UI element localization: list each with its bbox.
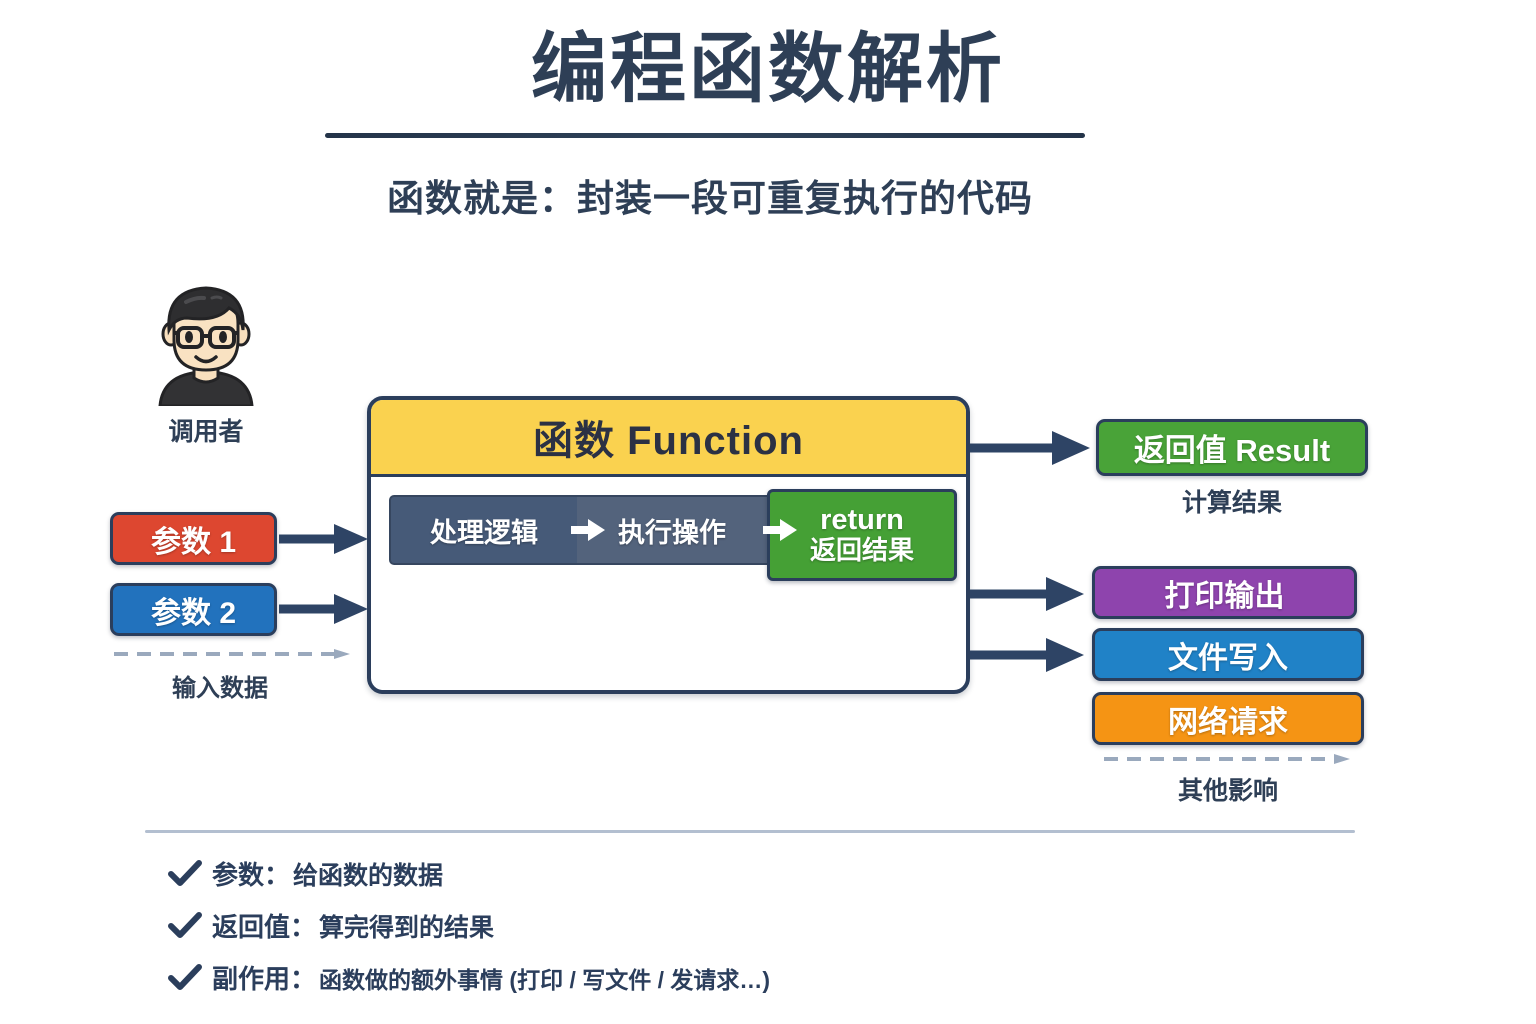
parameter-2-box[interactable]: 参数 2 (110, 583, 277, 636)
check-icon (168, 859, 212, 888)
summary-term-parameters: 参数： (212, 860, 291, 890)
side-effect-network-request-box[interactable]: 网络请求 (1092, 692, 1364, 745)
check-icon (168, 911, 212, 940)
pipeline-step-execute-operation-label: 执行操作 (618, 517, 726, 548)
page-subtitle: 函数就是：封装一段可重复执行的代码 (387, 178, 1033, 219)
parameter-1-box[interactable]: 参数 1 (110, 512, 277, 565)
summary-item-side-effects: 副作用： 函数做的额外事情 (打印 / 写文件 / 发请求…) (168, 954, 1418, 1001)
summary-desc-return-value: 算完得到的结果 (319, 913, 495, 942)
function-header-title: 函数 Function (371, 400, 966, 477)
side-effect-file-write-box[interactable]: 文件写入 (1092, 628, 1364, 681)
arrow-function-to-file-write (970, 638, 1084, 672)
summary-term-side-effects: 副作用： (212, 964, 317, 994)
pipeline-step-process-logic: 处理逻辑 (389, 495, 577, 565)
side-effects-dashed-arrow-icon (1104, 754, 1350, 764)
return-keyword-label: return (820, 504, 904, 537)
arrow-function-to-result (970, 431, 1090, 465)
summary-item-return-value: 返回值： 算完得到的结果 (168, 902, 1418, 949)
side-effect-file-write-label: 文件写入 (1168, 641, 1288, 675)
input-dashed-arrow-icon (114, 649, 350, 659)
return-value-result-label: 返回值 Result (1133, 433, 1331, 468)
page-title: 编程函数解析 (531, 27, 1005, 112)
function-container: 函数 Function 处理逻辑 执行操作 return 返回结果 (367, 396, 970, 694)
result-caption: 计算结果 (1181, 489, 1282, 517)
arrow-function-to-print-output (970, 577, 1084, 611)
check-icon (168, 963, 212, 992)
arrow-param2-to-function (279, 594, 368, 624)
summary-term-return-value: 返回值： (212, 912, 317, 942)
parameter-1-label: 参数 1 (150, 525, 237, 559)
pipeline-arrow-1-icon (571, 519, 605, 541)
pipeline-step-return: return 返回结果 (767, 489, 957, 581)
caller-label: 调用者 (168, 418, 244, 446)
summary-desc-parameters: 给函数的数据 (293, 861, 444, 890)
side-effect-print-output-box[interactable]: 打印输出 (1092, 566, 1357, 619)
pipeline-step-process-logic-label: 处理逻辑 (430, 517, 538, 548)
title-divider (325, 133, 1085, 138)
pipeline-arrow-2-icon (763, 519, 797, 541)
person-with-glasses-avatar-icon (158, 286, 254, 406)
parameter-2-label: 参数 2 (150, 596, 237, 630)
summary-desc-side-effects: 函数做的额外事情 (打印 / 写文件 / 发请求…) (319, 966, 771, 993)
side-effect-print-output-label: 打印输出 (1164, 579, 1285, 613)
summary-divider (145, 830, 1355, 833)
side-effects-caption: 其他影响 (1177, 777, 1278, 805)
return-value-result-box[interactable]: 返回值 Result (1096, 419, 1368, 476)
return-result-label: 返回结果 (809, 534, 914, 565)
function-pipeline: 处理逻辑 执行操作 return 返回结果 (389, 489, 957, 581)
summary-list: 参数： 给函数的数据 返回值： 算完得到的结果 副作用： 函数做的额外事情 (打… (168, 850, 1418, 1006)
input-data-caption: 输入数据 (172, 675, 268, 702)
summary-item-parameters: 参数： 给函数的数据 (168, 850, 1418, 897)
arrow-param1-to-function (279, 524, 368, 554)
caller-block: 调用者 (136, 278, 276, 448)
side-effect-network-request-label: 网络请求 (1168, 705, 1288, 739)
pipeline-step-execute-operation: 执行操作 (577, 495, 767, 565)
